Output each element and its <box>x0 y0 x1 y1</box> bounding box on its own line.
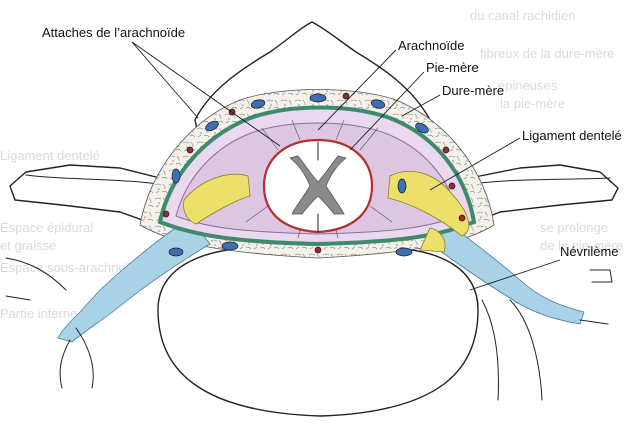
label-nevrileme: Névrilème <box>560 244 619 259</box>
label-arachnoide: Arachnoïde <box>398 38 465 53</box>
leader-attaches-1 <box>132 42 198 118</box>
bg-text-7: et graisse <box>0 238 56 253</box>
right-process-crease <box>465 178 610 185</box>
bg-text-1: du canal rachidien <box>470 8 576 23</box>
label-attaches-arachnoide: Attaches de l’arachnoïde <box>42 25 185 40</box>
right-nerve-stub <box>590 270 612 282</box>
bg-text-2: fibreux de la dure-mère <box>480 46 614 61</box>
vertebral-body <box>158 247 478 417</box>
bg-text-6: Espace épidural <box>0 220 93 235</box>
left-process-crease <box>26 175 165 185</box>
bg-text-11: Partie interne <box>0 306 77 321</box>
bg-text-3: épineuses <box>498 78 558 93</box>
label-pie-mere: Pie-mère <box>426 60 479 75</box>
bg-text-4: la pie-mère <box>500 96 565 111</box>
left-nerve-sleeve <box>58 218 210 342</box>
bg-text-8: se prolonge <box>540 220 608 235</box>
label-ligament-dentele: Ligament dentelé <box>522 128 622 143</box>
bg-text-5: Ligament dentelé <box>0 148 100 163</box>
label-dure-mere: Dure-mère <box>442 83 504 98</box>
